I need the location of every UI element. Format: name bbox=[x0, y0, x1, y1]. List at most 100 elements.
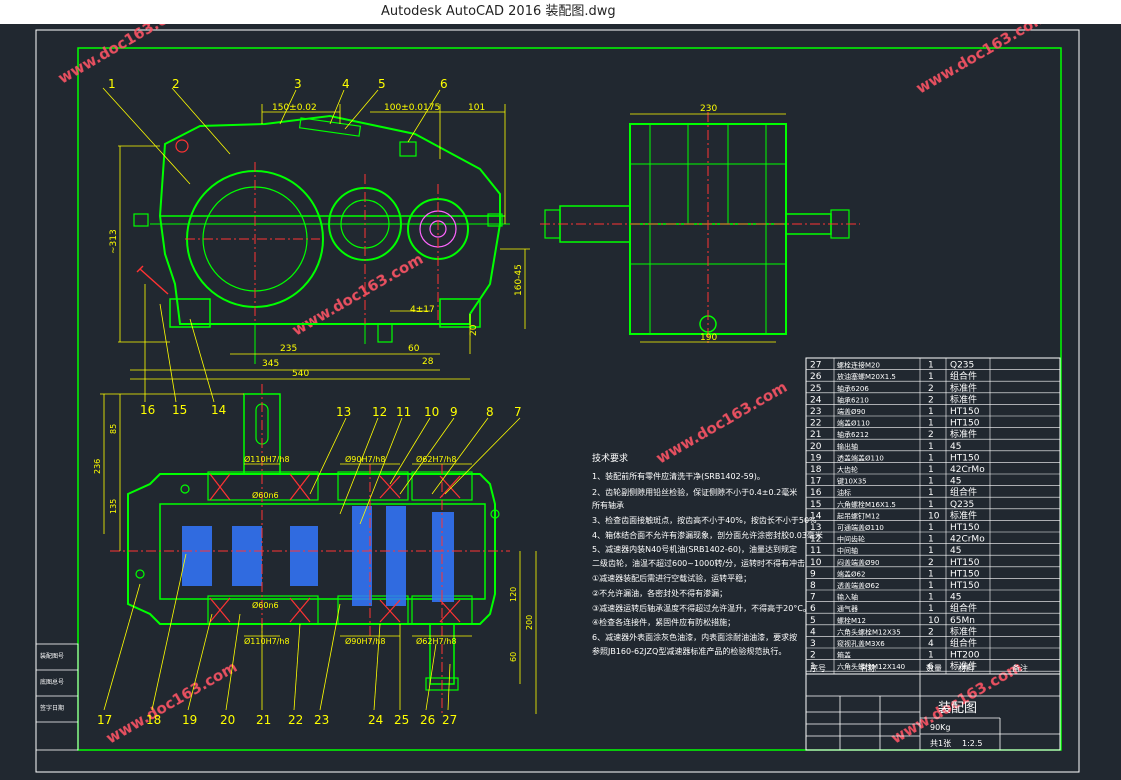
balloon-27: 27 bbox=[442, 713, 457, 727]
bom-cell-mat: Q235 bbox=[950, 500, 974, 510]
bom-cell-name: 可通端盖Ø110 bbox=[837, 523, 884, 532]
bom-cell-no: 15 bbox=[810, 500, 821, 510]
dim-150: 150±0.02 bbox=[272, 103, 317, 113]
balloon-13: 13 bbox=[336, 405, 351, 419]
bom-cell-no: 16 bbox=[810, 488, 822, 498]
bom-cell-no: 10 bbox=[810, 558, 822, 568]
bom-cell-mat: 组合件 bbox=[950, 370, 977, 382]
bom-cell-qty: 6 bbox=[928, 662, 934, 672]
bom-cell-no: 12 bbox=[810, 535, 821, 545]
bom-cell-name: 窥视孔盖M3X6 bbox=[837, 639, 885, 648]
drawing-scale: 1:2.5 bbox=[962, 739, 983, 748]
balloon-17: 17 bbox=[97, 713, 112, 727]
balloon-2: 2 bbox=[172, 77, 180, 91]
plan-top-balloons: 13 12 11 10 9 8 7 bbox=[336, 405, 522, 419]
fit-7: Ø90H7/h8 bbox=[345, 636, 385, 646]
bom-cell-no: 22 bbox=[810, 419, 821, 429]
balloon-15: 15 bbox=[172, 403, 187, 417]
fit-1: Ø110H7/h8 bbox=[244, 454, 290, 464]
dim-120: 120 bbox=[509, 587, 518, 602]
front-elevation-view bbox=[133, 114, 510, 364]
bom-cell-mat: 组合件 bbox=[950, 486, 977, 498]
bom-cell-name: 六角头螺栓M12X140 bbox=[837, 662, 905, 671]
dim-101: 101 bbox=[468, 103, 485, 113]
title-block bbox=[806, 674, 1060, 750]
bom-cell-no: 17 bbox=[810, 477, 821, 487]
balloon-3: 3 bbox=[294, 77, 302, 91]
tech-line: ④检查各连接件，紧固件应有防松措施； bbox=[592, 617, 735, 627]
top-leaders bbox=[102, 87, 441, 185]
plan-view bbox=[110, 384, 510, 714]
dim-235: 235 bbox=[280, 344, 297, 354]
bom-cell-no: 25 bbox=[810, 384, 821, 394]
dim-20: 20 bbox=[469, 324, 479, 336]
plan-bottom-leaders bbox=[103, 553, 451, 711]
balloon-16: 16 bbox=[140, 403, 155, 417]
bom-header-remark: 备注 bbox=[1012, 663, 1028, 673]
bom-cell-no: 18 bbox=[810, 465, 822, 475]
bom-cell-mat: 45 bbox=[950, 442, 961, 452]
bom-cell-name: 放油塞螺M20X1.5 bbox=[837, 372, 896, 381]
dim-slot: 4±17 bbox=[410, 305, 435, 315]
bom-header-mat: 材料 bbox=[958, 663, 974, 673]
bom-cell-qty: 1 bbox=[928, 442, 934, 452]
bom-cell-no: 26 bbox=[810, 372, 822, 382]
fit-3: Ø62H7/h8 bbox=[416, 454, 456, 464]
bom-cell-mat: 42CrMo bbox=[950, 535, 985, 545]
dim-200: 200 bbox=[525, 615, 534, 630]
bom-cell-name: 通气器 bbox=[837, 604, 858, 613]
balloon-20: 20 bbox=[220, 713, 235, 727]
bom-cell-name: 透盖端盖Ø62 bbox=[837, 581, 879, 590]
fit-5: Ø60n6 bbox=[252, 600, 279, 610]
bom-cell-mat: 标准件 bbox=[950, 428, 977, 440]
left-stamp-column: 装配图号 底图总号 签字日期 bbox=[35, 643, 79, 751]
bom-cell-name: 中间轴 bbox=[837, 546, 858, 555]
bom-cell-qty: 1 bbox=[928, 419, 934, 429]
tech-line: 2、齿轮副侧隙用铅丝检验，保证侧隙不小于0.4±0.2毫米 bbox=[592, 487, 797, 497]
bom-cell-qty: 1 bbox=[928, 453, 934, 463]
bom-header-qty: 数量 bbox=[926, 663, 942, 673]
bom-cell-name: 端盖Ø110 bbox=[837, 419, 870, 428]
bom-cell-name: 闷盖端盖Ø90 bbox=[837, 558, 879, 567]
drawing-weight: 90Kg bbox=[930, 723, 951, 732]
balloon-18: 18 bbox=[146, 713, 161, 727]
bom-cell-name: 输出轴 bbox=[837, 442, 858, 451]
bom-cell-qty: 1 bbox=[928, 407, 934, 417]
bom-cell-no: 20 bbox=[810, 442, 822, 452]
bom-cell-mat: 标准件 bbox=[950, 660, 977, 672]
balloon-5: 5 bbox=[378, 77, 386, 91]
bom-cell-no: 14 bbox=[810, 511, 822, 521]
bom-cell-qty: 1 bbox=[928, 488, 934, 498]
bom-cell-name: 轴承6210 bbox=[837, 395, 869, 404]
watermark-text: www.doc163.com bbox=[653, 378, 790, 468]
dim-230: 230 bbox=[700, 104, 717, 114]
bom-cell-mat: 标准件 bbox=[950, 393, 977, 405]
bom-cell-qty: 10 bbox=[928, 616, 940, 626]
cad-drawing: www.doc163.com www.doc163.com www.doc163… bbox=[35, 0, 1080, 773]
dim-28: 28 bbox=[422, 357, 434, 367]
bom-cell-name: 轴承6206 bbox=[837, 384, 869, 393]
balloon-14: 14 bbox=[211, 403, 226, 417]
left-leaders bbox=[144, 284, 215, 403]
bom-cell-name: 输入轴 bbox=[837, 593, 858, 602]
plan-top-leaders bbox=[309, 417, 521, 525]
dim-236: 236 bbox=[93, 459, 102, 474]
balloon-6: 6 bbox=[440, 77, 448, 91]
balloon-10: 10 bbox=[424, 405, 439, 419]
balloon-19: 19 bbox=[182, 713, 197, 727]
bom-cell-mat: 组合件 bbox=[950, 602, 977, 614]
bom-cell-qty: 1 bbox=[928, 465, 934, 475]
stamp-label: 底图总号 bbox=[40, 678, 64, 686]
bom-cell-qty: 1 bbox=[928, 581, 934, 591]
bom-cell-mat: 标准件 bbox=[950, 509, 977, 521]
